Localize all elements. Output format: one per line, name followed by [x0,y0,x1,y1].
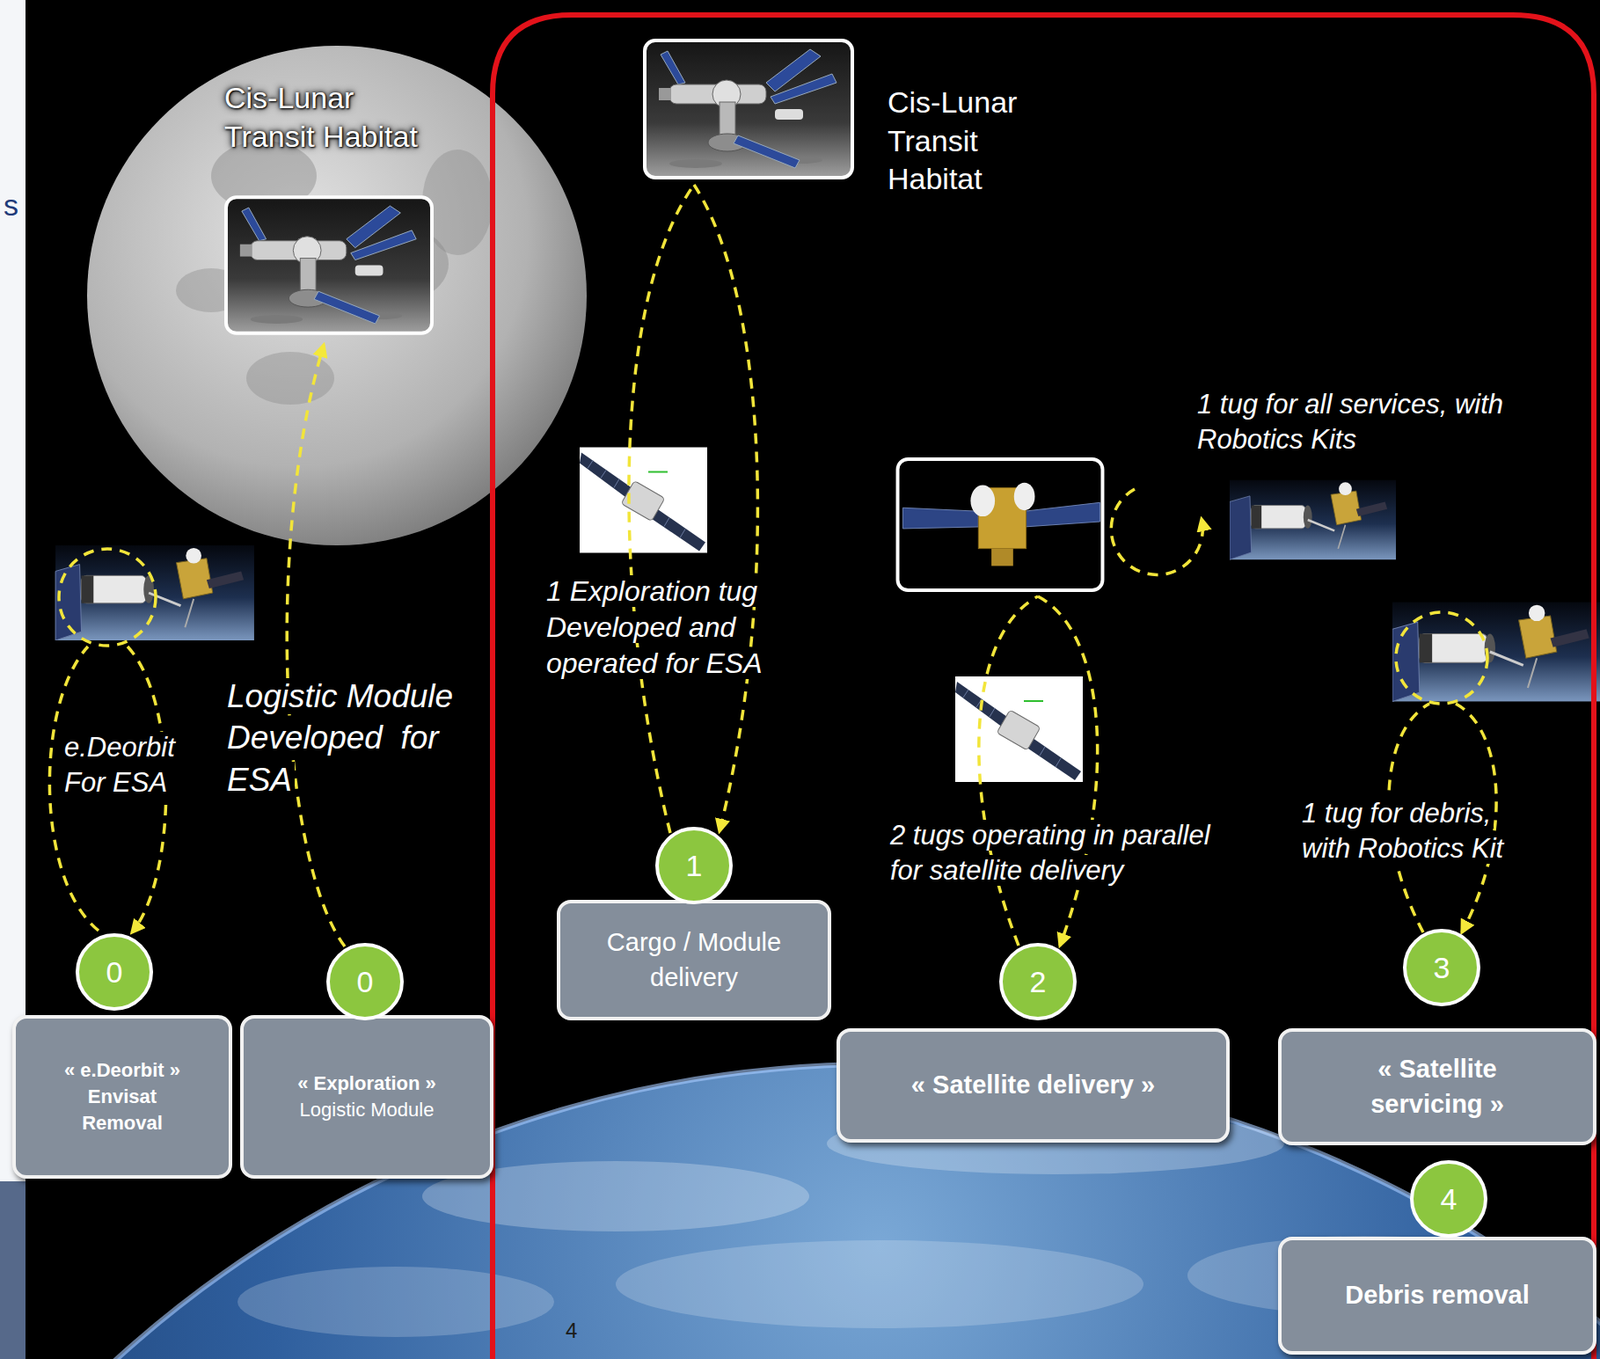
callout-circle: 3 [1402,928,1481,1007]
label-block: Logistic Module Developed for ESA [224,675,489,801]
box-text: Cargo / Module delivery [570,925,818,994]
callout-circle: 2 [999,942,1077,1021]
callout-number: 3 [1433,952,1451,983]
box-text: « e.Deorbit » Envisat Removal [50,1057,196,1136]
service-box: « Satellite servicing » [1278,1028,1597,1146]
callout-number: 4 [1440,1183,1458,1214]
label-block: e.Deorbit For ESA [61,730,207,800]
callout-number: 0 [106,957,124,987]
service-box: Cargo / Module delivery [556,899,832,1021]
box-text: « Satellite servicing » [1327,1052,1548,1121]
habitat-label: Cis-Lunar Transit Habitat [224,80,418,154]
label-block: 2 tugs operating in parallel for satelli… [887,818,1231,888]
box-text: « Exploration » [297,1070,437,1097]
box-text: Logistic Module [299,1096,435,1124]
note-label: 1 tug for all services, with Robotics Ki… [1194,388,1506,455]
note-label: e.Deorbit For ESA [61,731,178,798]
callout-circle: 0 [75,933,154,1011]
label-block: 4 [565,1317,601,1345]
cut-text: s [3,188,19,222]
label-block: s [3,186,30,226]
note-label: 1 Exploration tug Developed and operated… [543,575,765,680]
box-text: Debris removal [1344,1278,1530,1313]
label-block: 1 tug for debris, with Robotics Kit [1299,796,1520,866]
note-label: 1 tug for debris, with Robotics Kit [1299,797,1506,864]
habitat-label: Cis-Lunar Transit Habitat [887,85,1017,196]
label-block: 1 Exploration tug Developed and operated… [543,573,799,682]
service-box: « e.Deorbit » Envisat Removal [12,1015,233,1179]
callout-circle: 4 [1410,1160,1488,1238]
service-box: Debris removal [1278,1236,1597,1355]
note-label: Logistic Module Developed for ESA [224,678,465,798]
label-block: Cis-Lunar Transit Habitat [224,79,436,156]
callout-number: 2 [1030,966,1047,997]
callout-circle: 1 [655,826,733,905]
callout-circle: 0 [326,942,404,1021]
page-number: 4 [565,1318,578,1343]
note-label: 2 tugs operating in parallel for satelli… [887,819,1213,886]
label-block: Cis-Lunar Transit Habitat [887,83,1042,199]
box-text: « Satellite delivery » [911,1067,1155,1103]
service-box: « Exploration »Logistic Module [240,1015,494,1179]
callout-number: 0 [357,966,374,997]
label-block: 1 tug for all services, with Robotics Ki… [1194,387,1586,457]
service-box: « Satellite delivery » [836,1028,1230,1143]
callout-number: 1 [686,850,703,881]
